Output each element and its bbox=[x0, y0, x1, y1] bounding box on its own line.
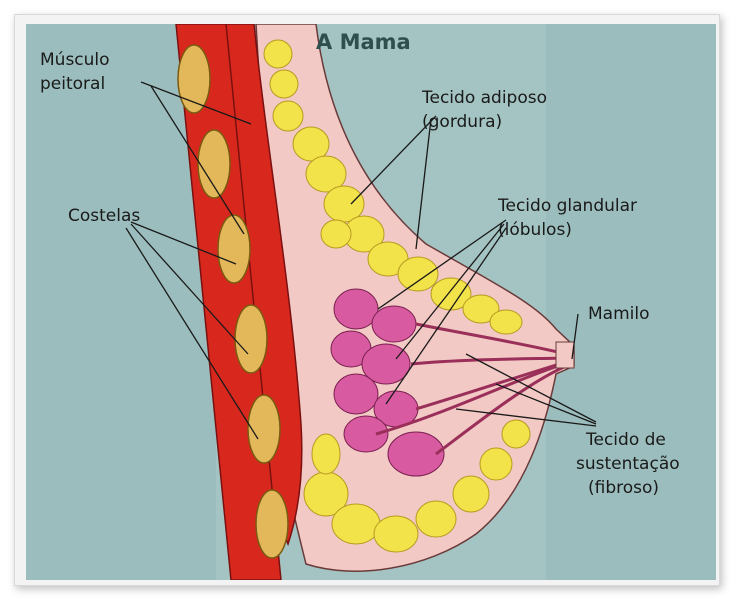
label-musculo-line1: Músculo bbox=[40, 50, 110, 71]
label-musculo-line2: peitoral bbox=[40, 74, 105, 95]
label-sustentacao-line3: (fibroso) bbox=[588, 478, 659, 499]
label-glandular-line1: Tecido glandular bbox=[498, 196, 637, 217]
label-sustentacao-line1: Tecido de bbox=[586, 430, 666, 451]
nipple bbox=[556, 342, 574, 368]
label-mamilo: Mamilo bbox=[588, 304, 650, 325]
diagram-canvas: A Mama Músculo peitoral Costelas Tecido … bbox=[26, 24, 716, 580]
diagram-title: A Mama bbox=[316, 30, 411, 54]
label-glandular-line2: (lóbulos) bbox=[498, 220, 572, 241]
label-adiposo-line2: (gordura) bbox=[422, 112, 502, 133]
label-costelas: Costelas bbox=[68, 206, 140, 227]
label-sustentacao-line2: sustentação bbox=[576, 454, 680, 475]
label-adiposo-line1: Tecido adiposo bbox=[422, 88, 547, 109]
